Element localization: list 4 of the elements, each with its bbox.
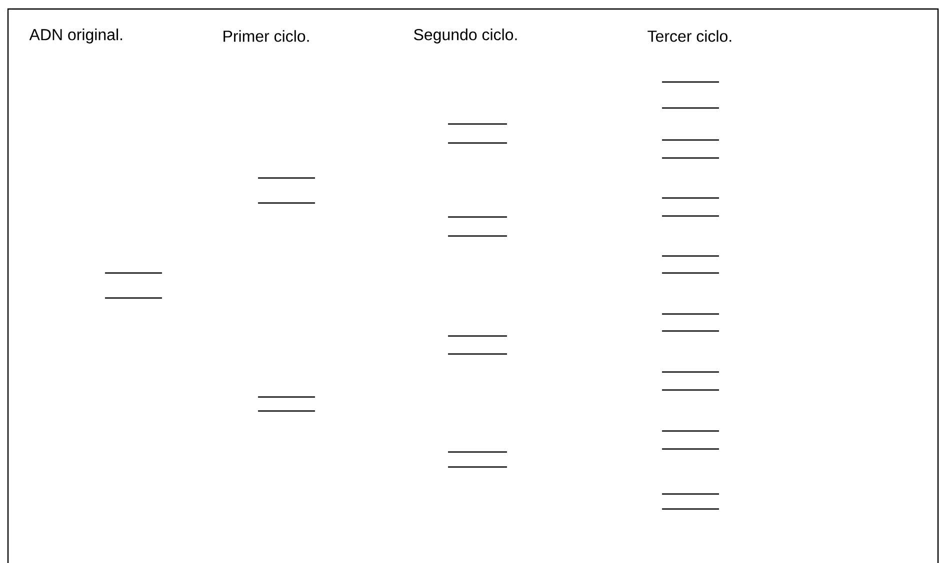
column-heading: Primer ciclo.: [224, 30, 309, 42]
column-heading: ADN original.: [29, 28, 122, 44]
column-heading: Tercer ciclo.: [648, 30, 732, 42]
column-heading: Segundo ciclo.: [414, 28, 517, 44]
